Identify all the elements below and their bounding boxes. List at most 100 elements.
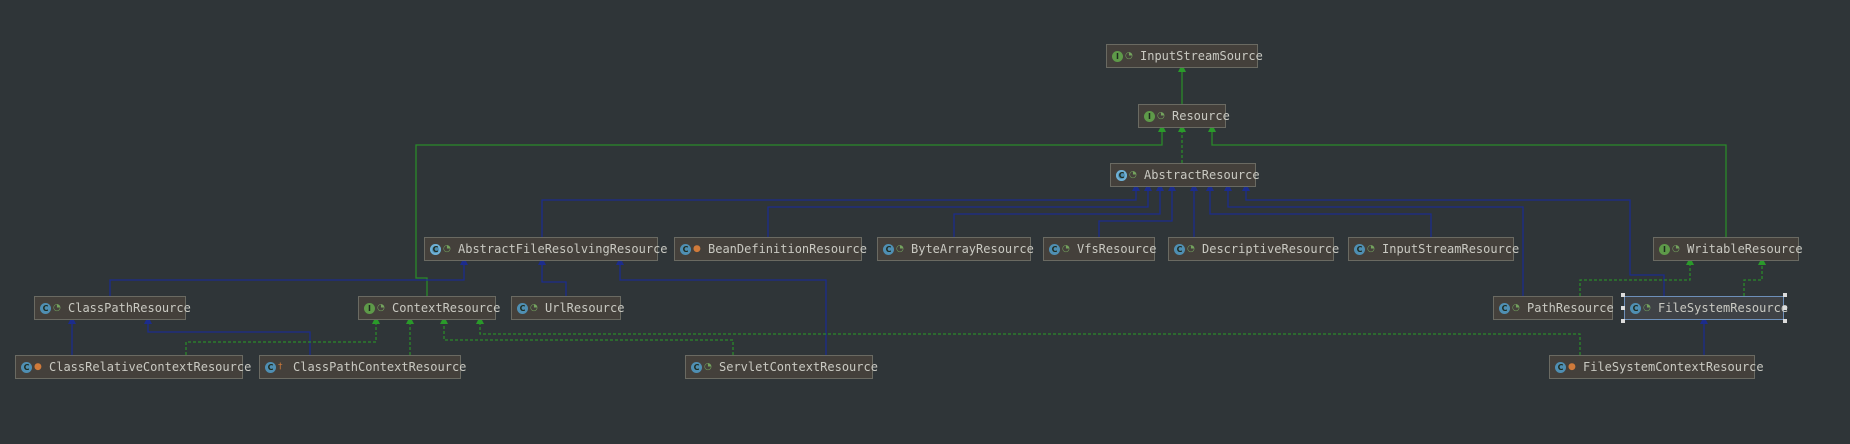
edge-extends [144,316,311,355]
selection-handle[interactable] [1783,306,1787,310]
edge-extends [538,257,567,296]
class-node-class-path-resource[interactable]: C◔ ClassPathResource [34,296,191,320]
private-visibility-icon: ● [34,362,42,372]
class-name-label: InputStreamResource [1382,242,1520,256]
class-name-label: FileSystemContextResource [1583,360,1764,374]
edge-implements [1579,257,1694,296]
edge-extends [541,183,1140,237]
class-node-writable-resource[interactable]: I◔ WritableResource [1653,237,1803,261]
class-name-label: ClassPathContextResource [293,360,467,374]
interface-icon: I [1112,50,1123,62]
public-visibility-icon: ◔ [530,303,538,313]
class-node-path-resource[interactable]: C◔ PathResource [1493,296,1614,320]
edge-implements [440,316,734,355]
class-name-label: WritableResource [1687,242,1803,256]
selection-handle[interactable] [1621,306,1625,310]
public-visibility-icon: ◔ [896,244,904,254]
class-name-label: UrlResource [545,301,625,315]
edge-extends [767,183,1152,237]
edge-implements [1743,257,1766,296]
class-name-label: PathResource [1527,301,1614,315]
class-node-class-path-context-resource[interactable]: C† ClassPathContextResource [259,355,466,379]
edge-extends-interface [1208,124,1727,237]
class-name-label: ClassRelativeContextResource [49,360,252,374]
public-visibility-icon: ◔ [1367,244,1375,254]
class-node-abstract-resource[interactable]: C◔ AbstractResource [1110,163,1260,187]
class-icon: C [1354,243,1365,255]
selection-handle[interactable] [1783,293,1787,297]
public-visibility-icon: ◔ [53,303,61,313]
class-node-url-resource[interactable]: C◔ UrlResource [511,296,625,320]
edge-extends [1224,183,1524,296]
class-node-descriptive-resource[interactable]: C◔ DescriptiveResource [1168,237,1339,261]
class-node-input-stream-resource[interactable]: C◔ InputStreamResource [1348,237,1519,261]
class-name-label: ServletContextResource [719,360,878,374]
public-visibility-icon: ◔ [1129,170,1137,180]
edge-extends [953,183,1164,237]
class-name-label: AbstractResource [1144,168,1260,182]
public-visibility-icon: ◔ [1512,303,1520,313]
class-node-vfs-resource[interactable]: C◔ VfsResource [1043,237,1157,261]
public-visibility-icon: ◔ [1643,303,1651,313]
class-node-servlet-context-resource[interactable]: C◔ ServletContextResource [685,355,878,379]
public-visibility-icon: ◔ [1062,244,1070,254]
class-node-file-system-resource[interactable]: C◔FileSystemResource [1624,296,1788,320]
class-node-byte-array-resource[interactable]: C◔ ByteArrayResource [877,237,1034,261]
class-name-label: DescriptiveResource [1202,242,1340,256]
selection-handle[interactable] [1783,319,1787,323]
class-node-bean-definition-resource[interactable]: C● BeanDefinitionResource [674,237,867,261]
edge-extends [1242,183,1665,296]
class-name-label: BeanDefinitionResource [708,242,867,256]
abstract-class-icon: C [430,243,441,255]
class-icon: C [1049,243,1060,255]
class-icon: C [40,302,51,314]
class-icon: C [265,361,276,373]
public-visibility-icon: ◔ [377,303,385,313]
edge-extends [1098,183,1176,237]
class-icon: C [1499,302,1510,314]
edge-extends [1206,183,1432,237]
abstract-class-icon: C [1116,169,1127,181]
class-icon: C [1174,243,1185,255]
public-visibility-icon: ◔ [443,244,451,254]
protected-visibility-icon: † [278,362,283,372]
class-icon: C [21,361,32,373]
class-name-label: Resource [1172,109,1230,123]
public-visibility-icon: ◔ [1157,111,1165,121]
class-node-file-system-context-resource[interactable]: C● FileSystemContextResource [1549,355,1764,379]
class-name-label: ByteArrayResource [911,242,1034,256]
selection-handle[interactable] [1621,319,1625,323]
interface-icon: I [364,302,375,314]
public-visibility-icon: ◔ [1672,244,1680,254]
class-icon: C [1630,302,1641,314]
class-icon: C [517,302,528,314]
class-node-resource[interactable]: I◔ Resource [1138,104,1230,128]
class-node-class-relative-context-resource[interactable]: C● ClassRelativeContextResource [15,355,251,379]
public-visibility-icon: ◔ [704,362,712,372]
class-icon: C [883,243,894,255]
class-icon: C [1555,361,1566,373]
class-name-label: ContextResource [392,301,501,315]
edge-extends [616,257,827,355]
interface-icon: I [1659,243,1670,255]
package-visibility-icon: ● [693,244,701,254]
class-name-label: InputStreamSource [1140,49,1263,63]
class-node-input-stream-source[interactable]: I◔ InputStreamSource [1106,44,1263,68]
class-node-abstract-file-resolving-resource[interactable]: C◔ AbstractFileResolvingResource [424,237,668,261]
class-node-context-resource[interactable]: I◔ ContextResource [358,296,500,320]
edge-extends [109,257,468,296]
public-visibility-icon: ◔ [1187,244,1195,254]
class-name-label: ClassPathResource [68,301,191,315]
selection-handle[interactable] [1621,293,1625,297]
edge-implements [185,316,380,355]
class-icon: C [680,243,691,255]
class-icon: C [691,361,702,373]
private-visibility-icon: ● [1568,362,1576,372]
edge-extends-interface [415,124,1166,296]
public-visibility-icon: ◔ [1125,51,1133,61]
edge-implements [476,316,1581,355]
interface-icon: I [1144,110,1155,122]
class-name-label: AbstractFileResolvingResource [458,242,668,256]
class-name-label: VfsResource [1077,242,1157,256]
